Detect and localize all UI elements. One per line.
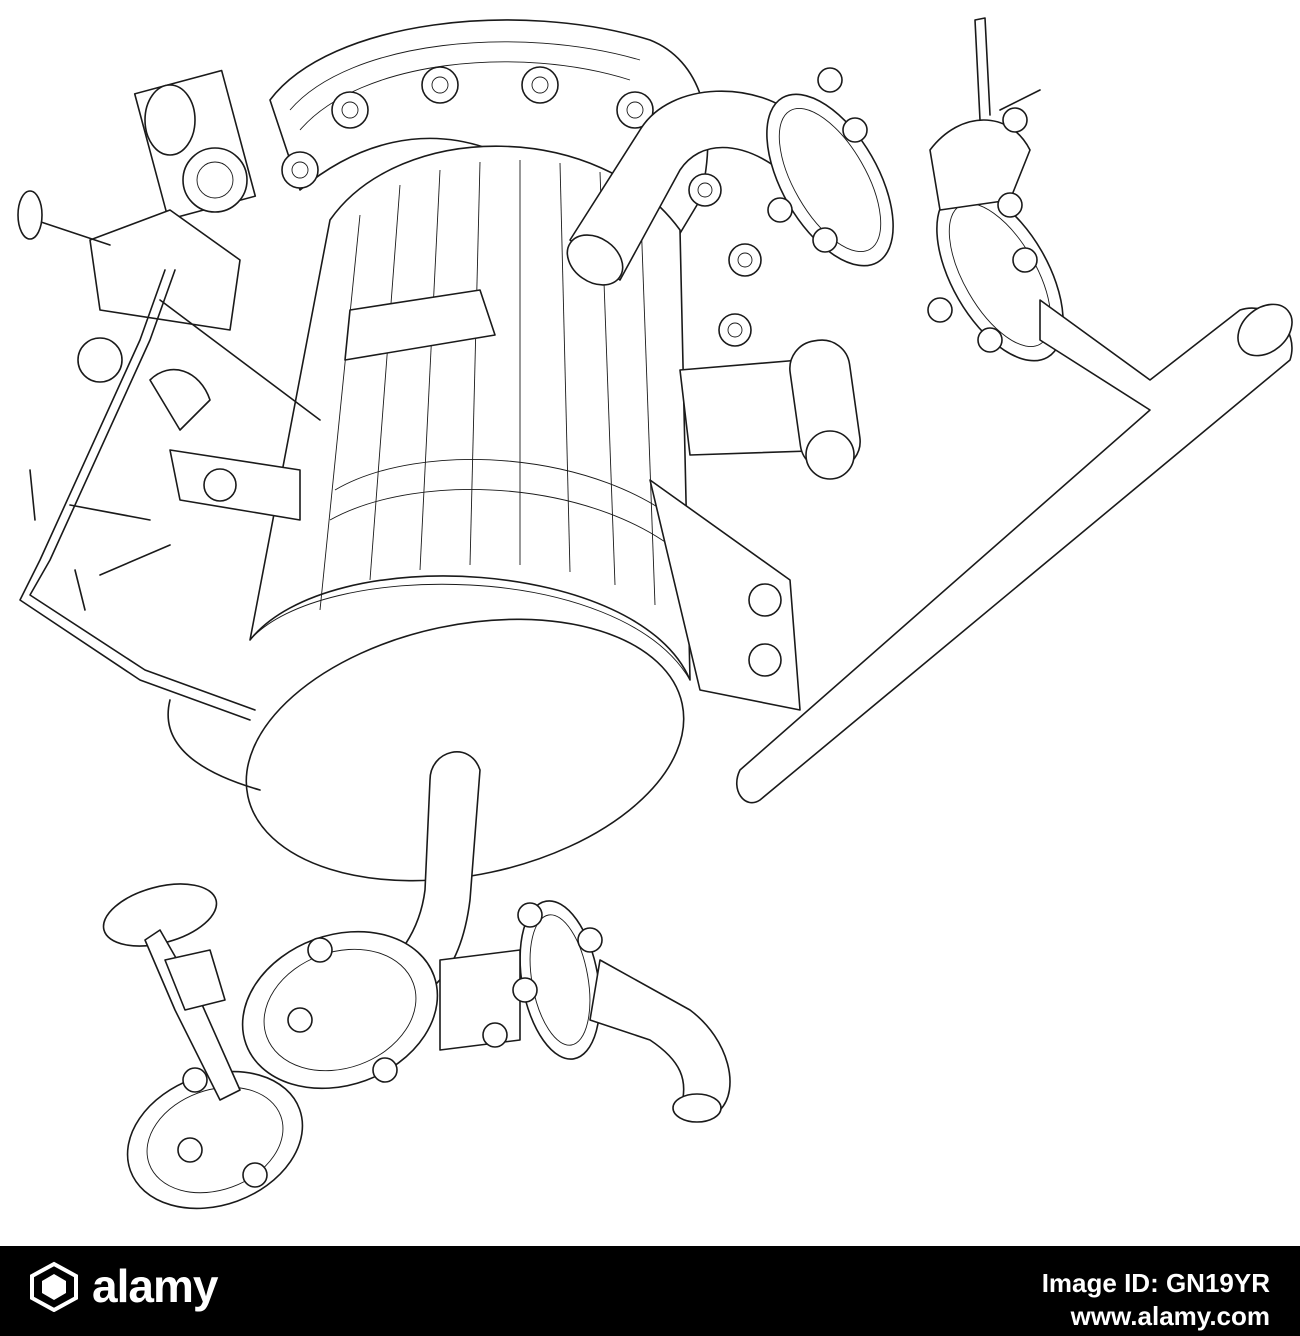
watermark-footer: alamy Image ID: GN19YR www.alamy.com — [0, 1246, 1300, 1336]
upper-right-bolts — [767, 67, 1038, 353]
brand-mark-icon — [30, 1261, 78, 1312]
instrument-tubing — [19, 269, 321, 791]
name-plate — [344, 289, 496, 361]
lower-valve — [102, 883, 241, 1101]
long-right-pipe — [735, 299, 1293, 804]
vessel-bottom-head — [245, 583, 691, 882]
lower-bolts — [177, 902, 603, 1188]
flange-bolts — [281, 66, 762, 347]
site-url: www.alamy.com — [1070, 1301, 1270, 1331]
support-bracket — [649, 339, 861, 711]
brand-name: alamy — [92, 1260, 218, 1312]
brand-logo: alamy — [28, 1260, 218, 1312]
footer-meta: Image ID: GN19YR www.alamy.com — [1042, 1268, 1270, 1332]
drawing-area — [17, 17, 1293, 1210]
instrument-cluster — [17, 69, 301, 611]
upper-right-flanges — [766, 17, 1064, 362]
image-id-label: Image ID: GN19YR — [1041, 1268, 1270, 1298]
lower-flanges — [126, 900, 601, 1210]
wireframe-vessel-drawing — [17, 17, 1293, 1210]
